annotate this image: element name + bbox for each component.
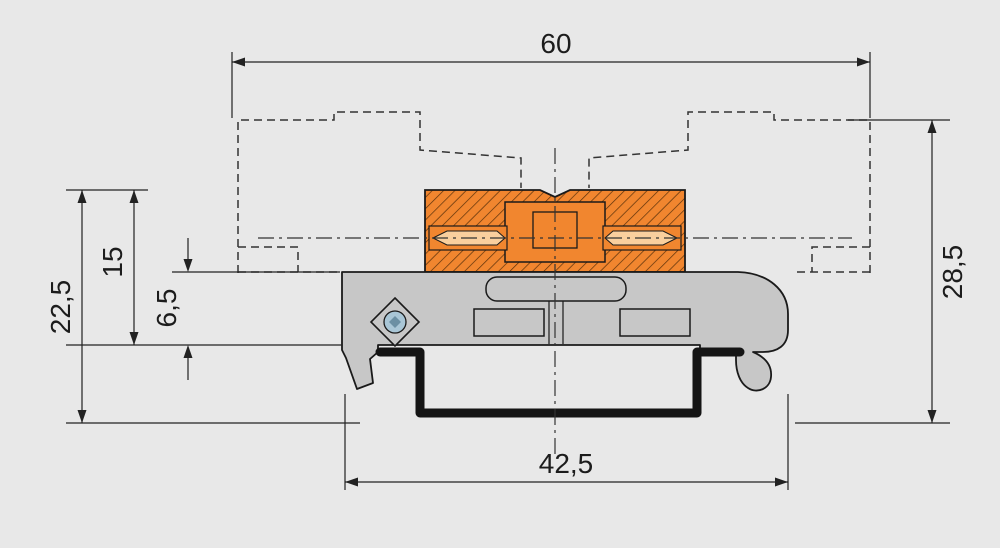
dim-label-bottom-width: 42,5 (539, 448, 594, 479)
dashed-outline-right-step (811, 246, 870, 272)
dimension-bottom-width: 42,5 (344, 394, 789, 490)
din-rail-adapter (341, 271, 789, 392)
arrow-right (775, 477, 788, 487)
adapter-latch (485, 276, 627, 302)
arrow-up (183, 345, 193, 358)
din-rail-profile (375, 347, 745, 418)
dimension-left-mid: 15 (66, 190, 342, 346)
adapter-center-slot (548, 301, 564, 344)
arrow-top (927, 120, 937, 133)
adapter-body (341, 271, 789, 392)
adapter-window-left (473, 308, 545, 337)
dim-label-right-height: 28,5 (937, 245, 968, 300)
dim-label-top-width: 60 (540, 28, 571, 59)
arrow-bottom (927, 410, 937, 423)
arrow-left (232, 57, 245, 67)
dashed-outline-left-step (238, 246, 299, 272)
dimension-top-width: 60 (231, 28, 871, 118)
dim-label-left-mid: 15 (97, 246, 128, 277)
centerlines (258, 148, 852, 458)
screw-drive-icon (389, 316, 401, 328)
arrow-top (129, 190, 139, 203)
extension-lines-bottom (344, 394, 789, 490)
arrow-left (345, 477, 358, 487)
arrow-right (857, 57, 870, 67)
extension-lines-right (795, 119, 950, 424)
dashed-outline-left (237, 111, 522, 273)
dimension-right-height: 28,5 (795, 119, 968, 424)
dimension-left-inner: 6,5 (151, 238, 340, 380)
extension-lines-top (231, 52, 871, 118)
arrow-bottom (129, 332, 139, 345)
arrow-top (77, 190, 87, 203)
dim-label-left-total: 22,5 (45, 280, 76, 335)
dim-label-left-inner: 6,5 (151, 289, 182, 328)
terminal-block-body (424, 189, 686, 273)
arrow-down (183, 259, 193, 272)
adapter-window-right (619, 308, 691, 337)
arrow-bottom (77, 410, 87, 423)
